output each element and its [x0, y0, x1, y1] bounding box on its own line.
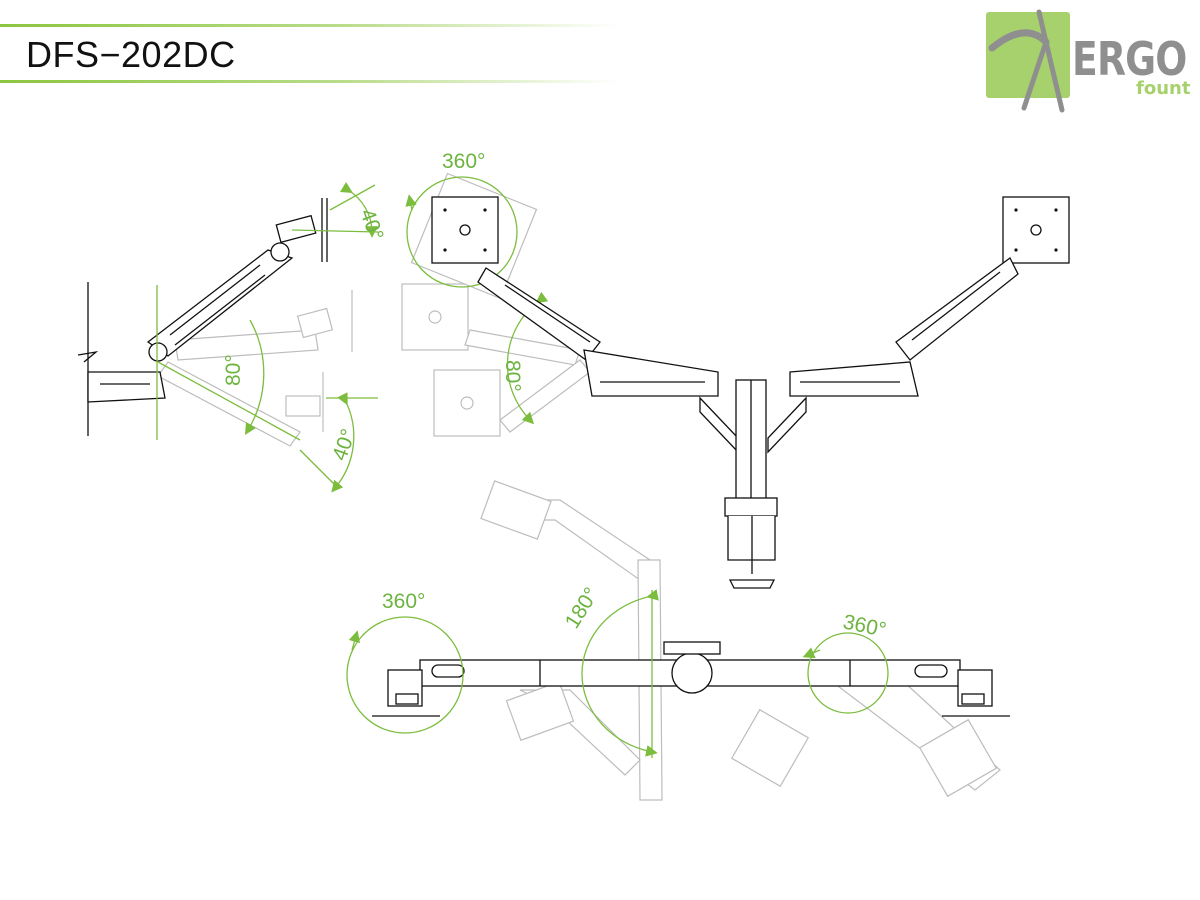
front-rotate-label: 360° — [442, 150, 485, 173]
desk-break-mark — [77, 350, 99, 363]
side-tilt-down-label: 40° — [328, 426, 360, 464]
top-arm-swing-label: 180° — [561, 584, 604, 633]
page-title: DFS−202DC — [26, 34, 236, 75]
brand-logo: ERGO fount — [984, 8, 1191, 113]
front-right-base-arm — [789, 361, 919, 397]
front-view: 360° 80° — [401, 150, 1070, 589]
logo-sub: fount — [1136, 78, 1191, 99]
title-rule-top — [0, 24, 620, 27]
title-rule-bottom — [0, 80, 620, 83]
clamp-knob — [728, 579, 776, 589]
front-right-gas-arm — [895, 257, 1019, 361]
side-swivel-label: 80° — [222, 354, 245, 386]
side-view: 40° 80° 40° — [77, 181, 388, 493]
front-left-base-arm — [583, 349, 719, 397]
side-tilt-head — [275, 214, 317, 244]
side-base-arm — [87, 371, 166, 403]
top-rotate-right-label: 360° — [841, 610, 888, 642]
logo-word: ERGO — [1072, 32, 1187, 86]
top-view: 360° 360° 180° — [346, 480, 1010, 801]
logo-swoosh-icon — [988, 9, 1065, 113]
side-tilt-up-label: 40° — [355, 206, 387, 244]
top-rotate-left-label: 360° — [382, 590, 425, 613]
side-view-ghost-positions — [157, 290, 353, 447]
desk-clamp — [724, 497, 778, 517]
top-center-pivot — [671, 652, 713, 694]
front-swivel-label: 80° — [501, 360, 524, 392]
title-bar: DFS−202DC — [0, 0, 620, 90]
